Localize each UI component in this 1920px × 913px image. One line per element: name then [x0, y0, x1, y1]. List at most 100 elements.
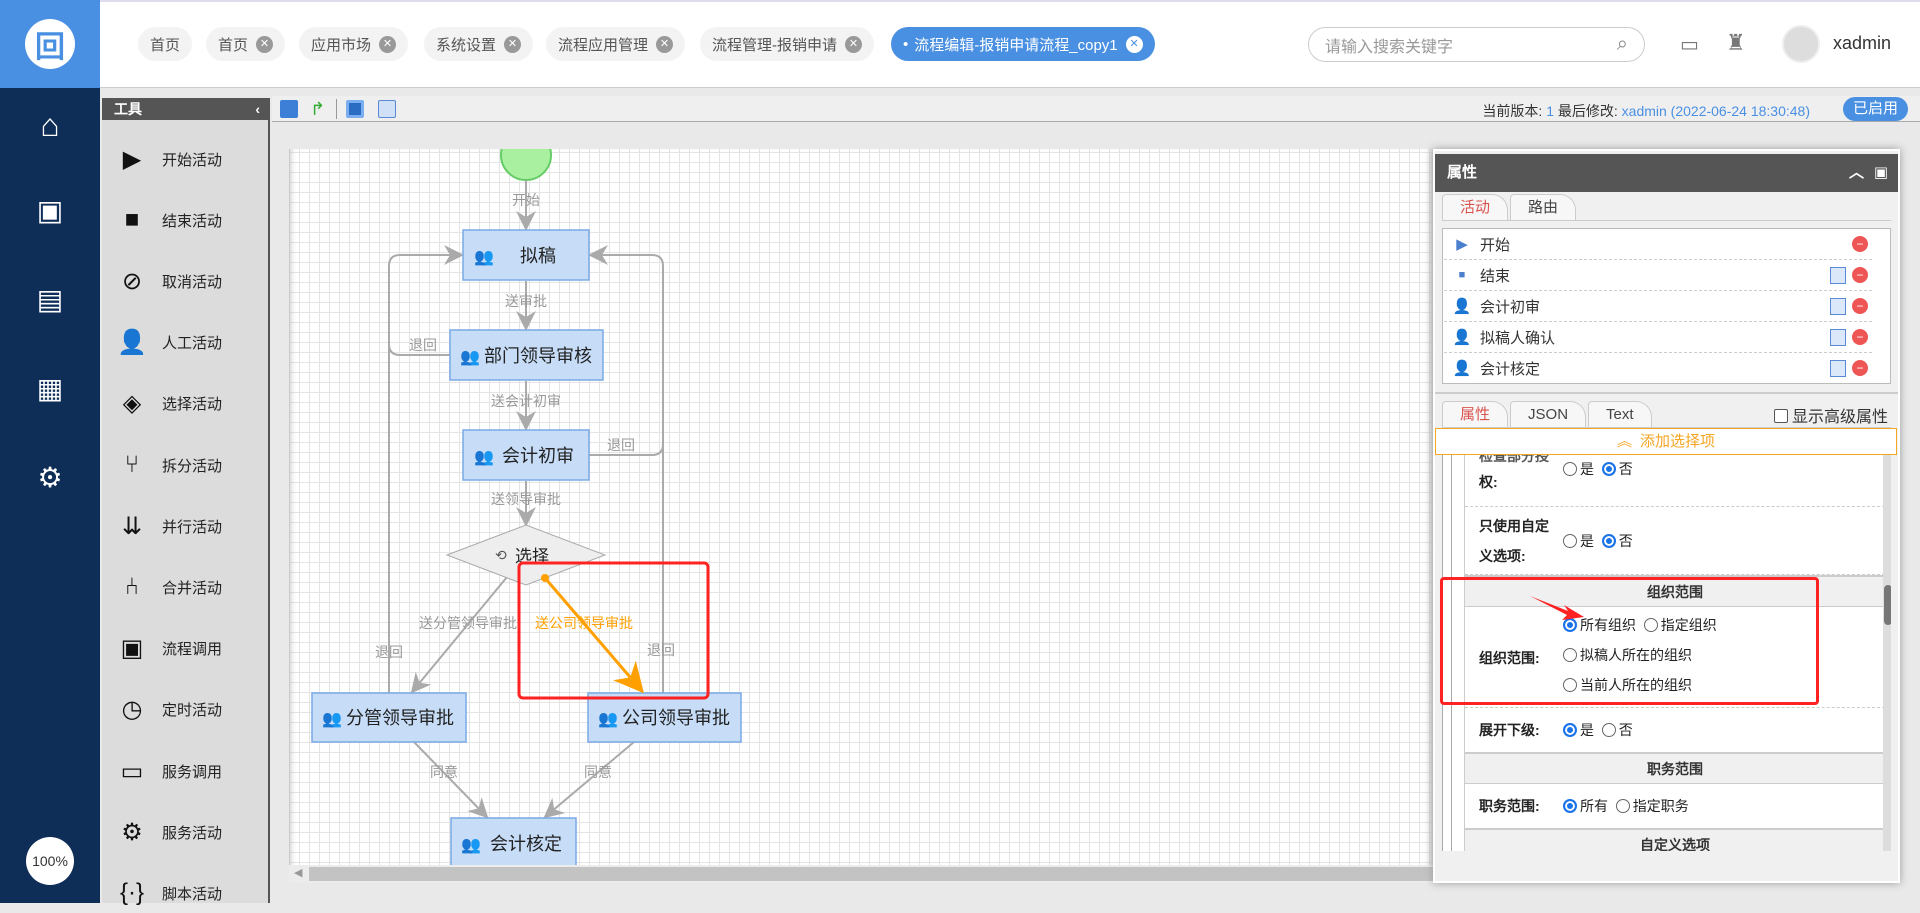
node-accounting-final[interactable] — [450, 817, 577, 865]
tab-activities[interactable]: 活动 — [1442, 194, 1509, 220]
edge-label: 送审批 — [505, 293, 547, 309]
copy-icon[interactable] — [1830, 266, 1846, 284]
edge-agree-2[interactable] — [543, 741, 635, 819]
collapse-icon[interactable]: ︿ — [1848, 164, 1864, 181]
horizontal-scrollbar[interactable]: ◀ — [289, 865, 1433, 883]
list-item[interactable]: 👤拟稿人确认− — [1444, 322, 1872, 353]
add-option-button[interactable]: ︽添加选择项 — [1435, 428, 1897, 455]
tab-flow-app-mgmt[interactable]: 流程应用管理✕ — [546, 27, 686, 61]
authorize-radio-group[interactable]: 是 否 — [1563, 459, 1633, 479]
edge-to-branch-leader[interactable] — [410, 576, 508, 694]
maximize-icon[interactable]: ▣ — [1873, 164, 1888, 181]
save-as-icon[interactable] — [346, 100, 364, 118]
search-icon[interactable]: ⌕ — [1616, 33, 1628, 55]
close-icon[interactable]: ✕ — [845, 35, 862, 53]
home-icon[interactable]: ⌂ — [40, 107, 60, 143]
service-call-icon: ▭ — [120, 757, 144, 785]
expand-radio-group[interactable]: 是 否 — [1563, 720, 1633, 740]
org-radio-all[interactable]: 所有组织 指定组织 — [1563, 615, 1717, 635]
status-badge[interactable]: 已启用 — [1842, 97, 1908, 121]
tab-app-market[interactable]: 应用市场✕ — [299, 27, 409, 61]
theme-shirt-icon[interactable]: ♜ — [1726, 30, 1746, 55]
tool-item[interactable]: ▶开始活动 — [102, 139, 268, 179]
edge-label: 退回 — [375, 644, 403, 660]
node-branch-leader[interactable] — [311, 692, 467, 743]
tool-item[interactable]: ⊘取消活动 — [102, 261, 268, 301]
delete-icon[interactable]: − — [1852, 329, 1868, 345]
node-company-leader[interactable] — [587, 692, 742, 743]
node-accounting-initial[interactable] — [462, 429, 590, 481]
delete-icon[interactable]: − — [1852, 298, 1868, 314]
zoom-level[interactable]: 100% — [26, 837, 74, 885]
node-dept-review[interactable] — [449, 329, 604, 381]
properties-header: 属性︿▣ — [1435, 154, 1898, 192]
flow-diagram[interactable]: ⟲ 选择 👥👥👥👥👥👥 拟稿 部门领导审核 会计初审 分管领导审批 公司领导审批… — [289, 149, 1433, 865]
list-item[interactable]: ■结束− — [1444, 260, 1872, 291]
tool-item[interactable]: ◷定时活动 — [102, 690, 268, 730]
list-item[interactable]: 👤会计初审− — [1444, 291, 1872, 322]
username[interactable]: xadmin — [1833, 33, 1892, 53]
tool-item[interactable]: ⇊并行活动 — [102, 506, 268, 546]
monitor-user-icon[interactable]: ▣ — [36, 195, 64, 226]
list-view-icon[interactable] — [378, 100, 396, 118]
svg-text:👥: 👥 — [322, 711, 342, 728]
list-item[interactable]: ▶开始− — [1444, 229, 1872, 260]
tool-item[interactable]: ■结束活动 — [102, 200, 268, 240]
duty-radio-group[interactable]: 所有 指定职务 — [1563, 796, 1689, 816]
news-icon[interactable]: ▤ — [36, 284, 64, 315]
close-icon[interactable]: ✕ — [256, 35, 274, 53]
tab-routes[interactable]: 路由 — [1510, 194, 1577, 220]
tab-flow-mgmt[interactable]: 流程管理-报销申请✕ — [700, 27, 874, 61]
tool-item[interactable]: ▣流程调用 — [102, 629, 268, 669]
collapse-icon[interactable]: ‹ — [255, 101, 260, 117]
tool-item[interactable]: ⚙服务活动 — [102, 812, 268, 852]
delete-icon[interactable]: − — [1852, 360, 1868, 376]
org-radio-drafter[interactable]: 拟稿人所在的组织 — [1563, 645, 1692, 665]
tool-item[interactable]: {·}脚本活动 — [102, 873, 268, 913]
copy-icon[interactable] — [1830, 359, 1846, 377]
copy-icon[interactable] — [1830, 328, 1846, 346]
tool-item[interactable]: ◈选择活动 — [102, 384, 268, 424]
close-icon[interactable]: ✕ — [379, 35, 397, 53]
calendar-icon[interactable]: ▦ — [36, 373, 64, 404]
tool-item[interactable]: ⑃合并活动 — [102, 567, 268, 607]
script-braces-icon: {·} — [119, 879, 145, 907]
app-logo[interactable]: 回 — [0, 0, 100, 88]
subprocess-icon: ▣ — [120, 635, 144, 663]
delete-icon[interactable]: − — [1852, 267, 1868, 283]
show-advanced-checkbox[interactable]: 显示高级属性 — [1773, 403, 1888, 427]
search-input[interactable]: 请输入搜索关键字⌕ — [1308, 27, 1645, 62]
tab-home-fixed[interactable]: 首页 — [138, 27, 193, 61]
tab-json[interactable]: JSON — [1510, 401, 1587, 427]
split-icon: ⑂ — [124, 451, 140, 478]
tab-system-settings[interactable]: 系统设置✕ — [424, 27, 534, 61]
choice-node[interactable] — [445, 524, 607, 586]
message-icon[interactable]: ▭ — [1680, 34, 1699, 56]
close-icon[interactable]: ✕ — [1125, 35, 1143, 53]
org-radio-current[interactable]: 当前人所在的组织 — [1563, 675, 1692, 695]
close-icon[interactable]: ✕ — [504, 35, 522, 53]
avatar[interactable] — [1782, 25, 1820, 63]
close-icon[interactable]: ✕ — [656, 35, 674, 53]
custom-only-radio-group[interactable]: 是 否 — [1563, 531, 1633, 551]
edge-to-company-leader-selected[interactable] — [543, 577, 644, 694]
tool-item[interactable]: 👤人工活动 — [102, 323, 268, 363]
user-settings-icon[interactable]: ⚙ — [37, 462, 63, 493]
tab-home[interactable]: 首页✕ — [206, 27, 286, 61]
tab-flow-edit[interactable]: •流程编辑-报销申请流程_copy1✕ — [891, 27, 1155, 61]
vertical-scrollbar[interactable] — [1883, 455, 1891, 851]
copy-icon[interactable] — [1830, 297, 1846, 315]
double-chevron-up-icon: ︽ — [1616, 433, 1632, 450]
publish-arrow-icon[interactable]: ↱ — [310, 99, 326, 119]
node-draft[interactable] — [462, 229, 590, 281]
delete-icon[interactable]: − — [1852, 236, 1868, 252]
start-node[interactable] — [500, 149, 552, 181]
tab-text[interactable]: Text — [1588, 401, 1652, 427]
tab-properties[interactable]: 属性 — [1442, 401, 1509, 427]
list-item[interactable]: 👤会计核定− — [1444, 353, 1872, 383]
tool-item[interactable]: ⑂ 拆分活动 — [102, 445, 268, 485]
edge-agree-1[interactable] — [413, 741, 489, 819]
save-icon[interactable] — [280, 100, 298, 118]
tool-item[interactable]: ▭服务调用 — [102, 751, 268, 791]
tool-label: 拆分活动 — [162, 457, 223, 475]
